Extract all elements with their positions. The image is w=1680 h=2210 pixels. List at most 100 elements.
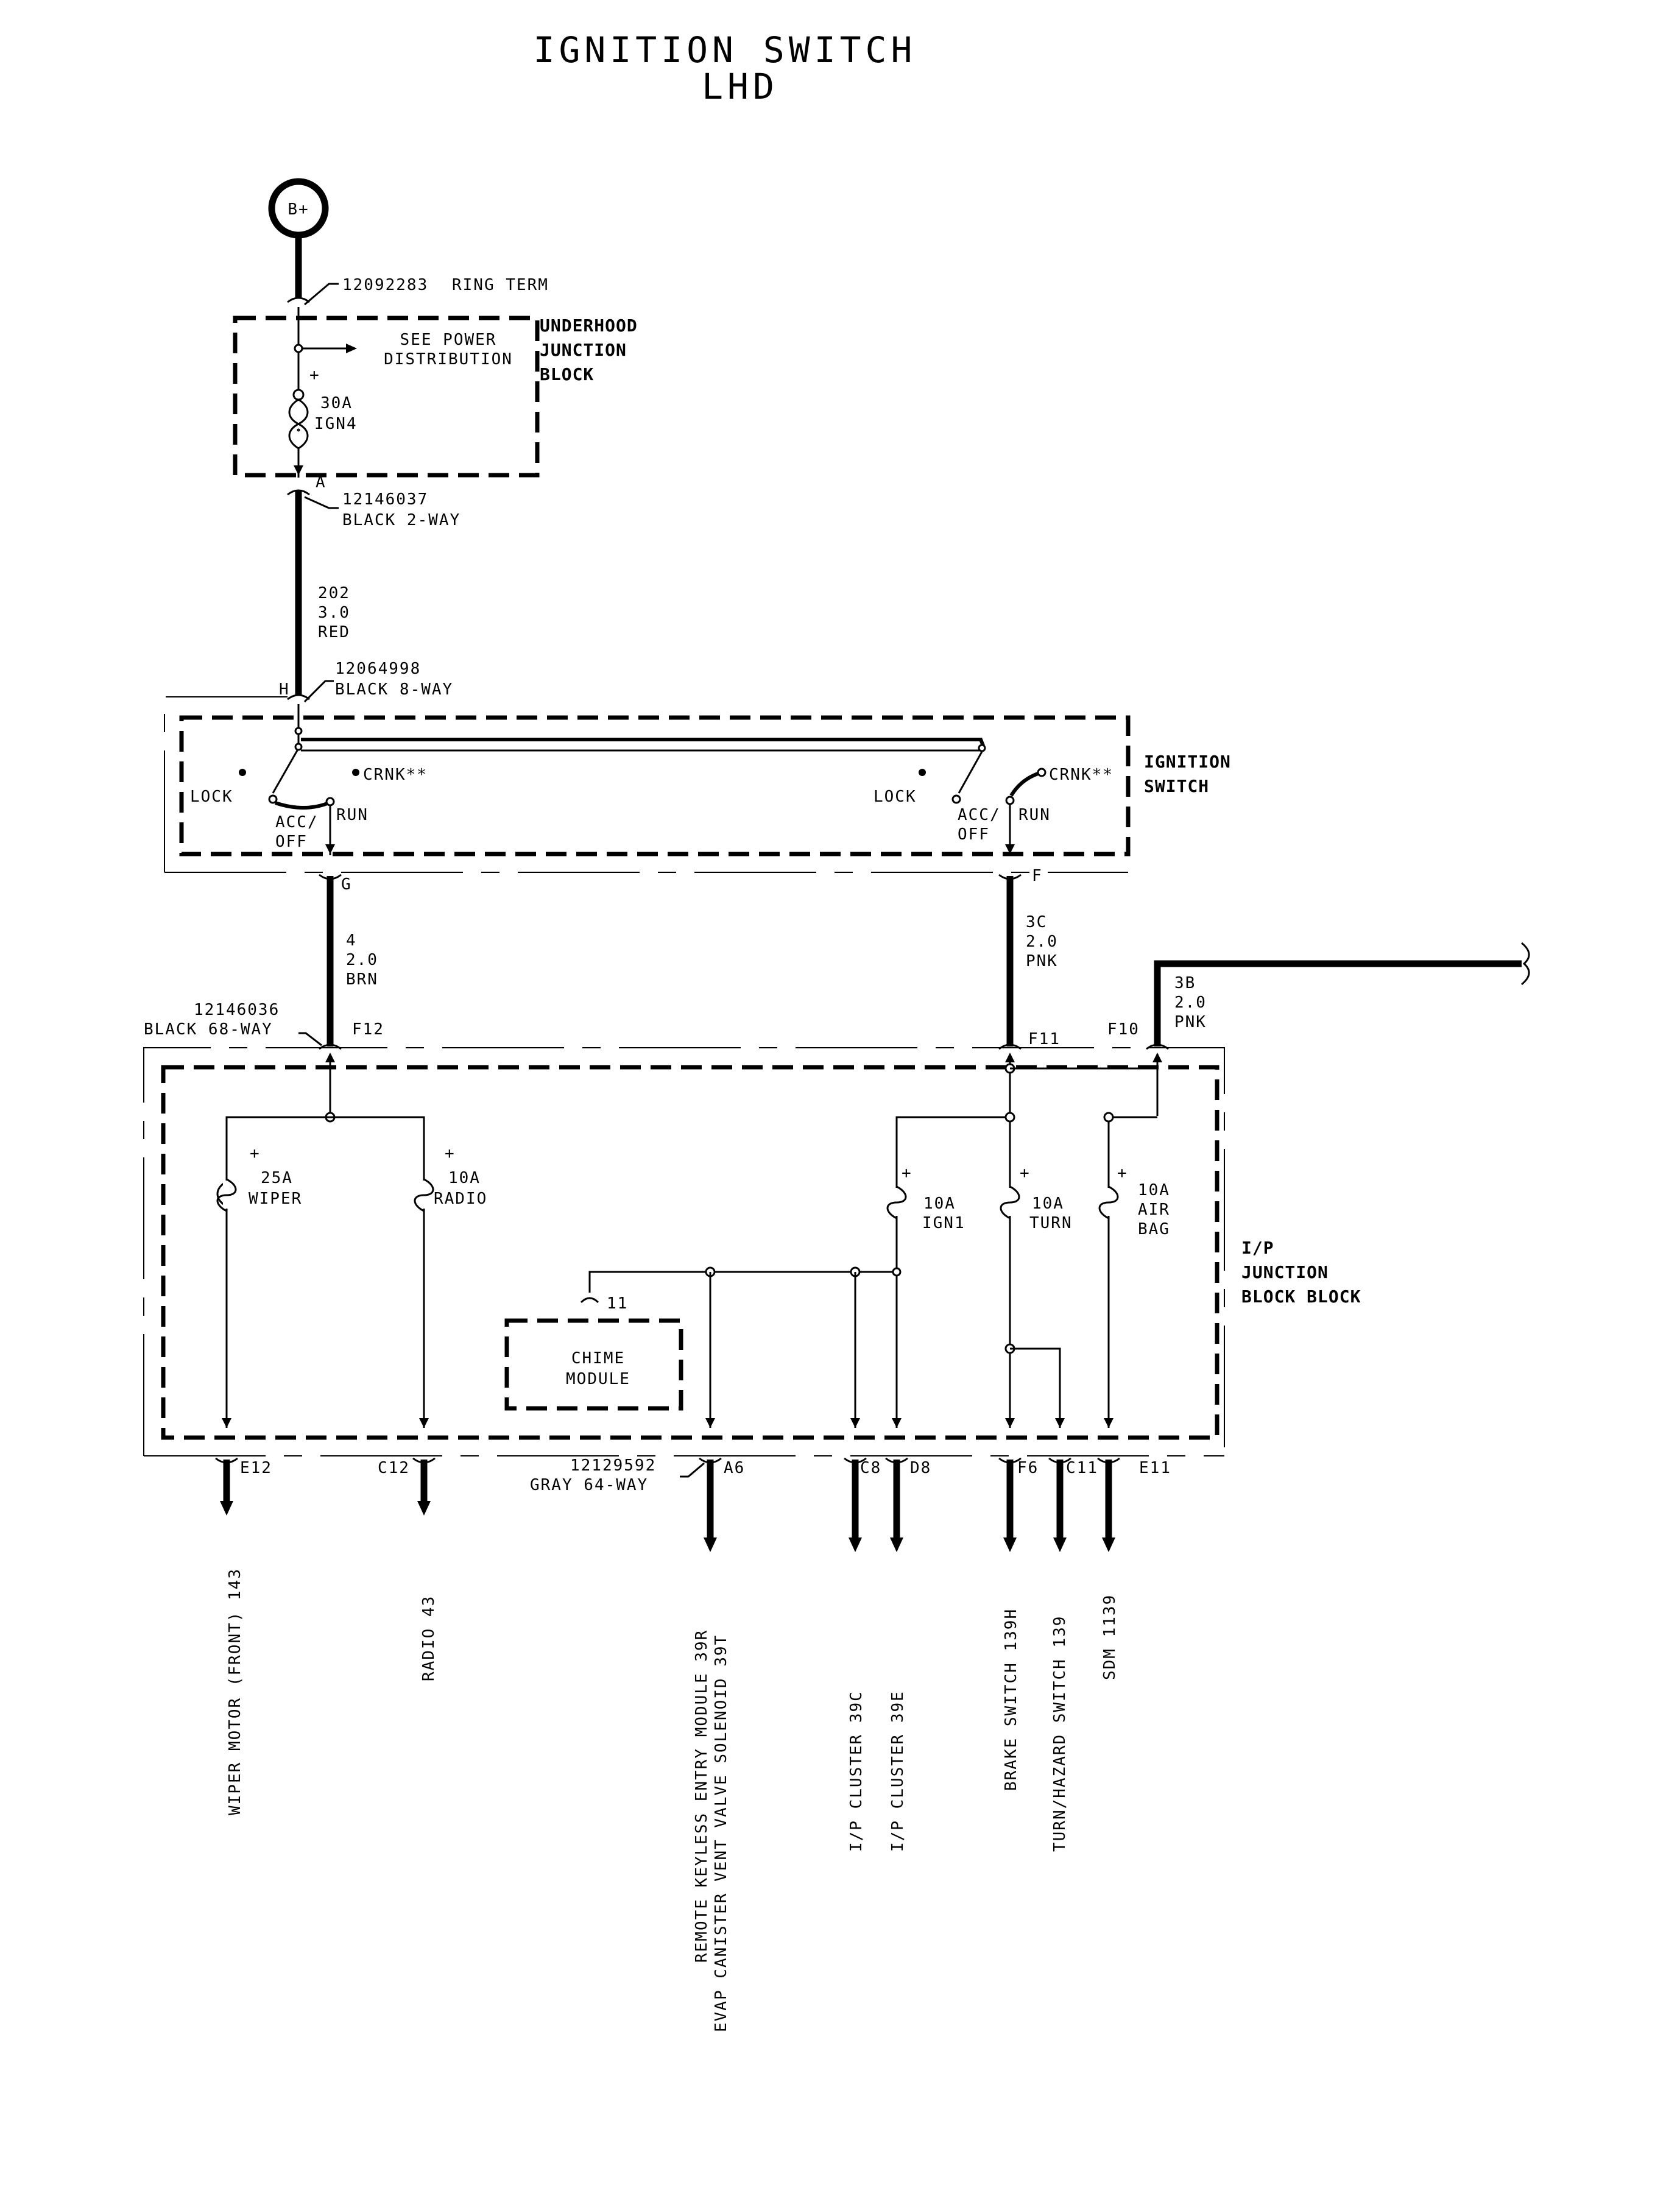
power-distribution-arrowhead <box>346 344 357 353</box>
switch-left-acc-contact <box>268 794 278 804</box>
ign4-fuse-name: IGN4 <box>314 415 358 433</box>
ip-block-label-1: I/P <box>1241 1238 1274 1258</box>
dest-rke: REMOTE KEYLESS ENTRY MODULE 39R <box>693 1629 711 1963</box>
dest-wiper-motor: WIPER MOTOR (FRONT) 143 <box>226 1568 244 1815</box>
chime-module-outline <box>504 1318 683 1411</box>
connector-g-pin: G <box>341 875 352 894</box>
ign1-distribution-bus <box>588 1271 897 1293</box>
airbag-fuse-name: AIR <box>1138 1201 1170 1219</box>
out-arrow-d8 <box>892 1418 902 1428</box>
out-arrow-e11 <box>1104 1418 1114 1428</box>
wire-3c-circuit: 3C <box>1026 913 1047 931</box>
battery-label: B+ <box>288 200 309 219</box>
switch-left-out-arrow <box>325 844 335 854</box>
switch-left-crnk-contact <box>352 769 359 776</box>
wiper-fuse-amp: 25A <box>261 1169 293 1187</box>
ip-block-housing <box>143 1047 1225 1456</box>
output-pin-label-a6: A6 <box>724 1459 745 1477</box>
underhood-block-label-3: BLOCK <box>540 364 594 384</box>
connector-f11-pin: F11 <box>1028 1030 1061 1048</box>
ignition-switch-outline <box>179 715 1131 856</box>
ip-f10-arrow <box>1152 1053 1162 1062</box>
switch-feed-splice-2 <box>294 743 303 751</box>
wire-3b-circuit: 3B <box>1174 974 1196 992</box>
output-pin-label-f6: F6 <box>1017 1459 1039 1477</box>
underhood-exit-arrow <box>294 465 303 475</box>
connector-a-pin: A <box>316 473 326 492</box>
switch-right-acc-1: ACC/ <box>958 806 1001 824</box>
wire-3b-break-symbol <box>1521 942 1530 986</box>
wire-4-gauge: 2.0 <box>346 951 378 969</box>
switch-right-out-arrow <box>1005 844 1015 854</box>
switch-right-wiper <box>1009 772 1039 797</box>
wiper-fuse-element <box>216 1178 237 1212</box>
out-arrow-c8 <box>850 1418 860 1428</box>
switch-left-wiper <box>275 801 330 810</box>
output-pin-label-d8: D8 <box>910 1459 931 1477</box>
wire-4-circuit: 4 <box>346 931 357 950</box>
turn-fuse-amp: 10A <box>1032 1195 1064 1213</box>
output-pin-label-c12: C12 <box>378 1459 410 1477</box>
ring-term-desc: RING TERM <box>452 276 549 294</box>
switch-mechanical-link <box>301 738 985 747</box>
connector-f-pin: F <box>1032 867 1043 885</box>
ip-junction-block-outline <box>161 1065 1219 1440</box>
airbag-fuse-plus: + <box>1117 1164 1128 1182</box>
ign1-fuse-amp: 10A <box>923 1195 956 1213</box>
chime-module-label-1: CHIME <box>571 1349 625 1368</box>
ring-term-part: 12092283 <box>342 276 428 294</box>
ip-wiper-radio-bus <box>225 1116 425 1428</box>
ign1-fuse-name: IGN1 <box>922 1214 965 1232</box>
ign1-fuse-element <box>886 1185 907 1220</box>
switch-left-run-contact <box>325 797 335 807</box>
switch-right-acc-2: OFF <box>958 825 990 844</box>
diagram-title: IGNITION SWITCH <box>534 29 917 71</box>
switch-feed-splice-1 <box>294 727 303 735</box>
diagram-subtitle: LHD <box>702 66 778 107</box>
ip-turn-splice <box>1004 1112 1015 1123</box>
radio-fuse-plus: + <box>445 1145 456 1163</box>
output-pin-label-e11: E11 <box>1139 1459 1171 1477</box>
connector-h-desc: BLACK 8-WAY <box>335 680 453 699</box>
connector-a-leader <box>304 496 339 509</box>
connector-64-part: 12129592 <box>570 1456 656 1475</box>
switch-left-pole <box>272 750 298 794</box>
wire-3c-gauge: 2.0 <box>1026 933 1058 951</box>
ip-block-label-2: JUNCTION <box>1241 1262 1329 1282</box>
ign1-splice-d8 <box>892 1267 902 1277</box>
switch-right-lock: LOCK <box>874 788 917 806</box>
chime-connector <box>580 1297 599 1304</box>
airbag-fuse-name2: BAG <box>1138 1220 1170 1238</box>
connector-68-leader <box>298 1032 322 1047</box>
connector-68-desc: BLACK 68-WAY <box>144 1020 273 1039</box>
turn-fuse-name: TURN <box>1029 1214 1073 1232</box>
wire-3b-pnk <box>1154 960 1522 1047</box>
switch-left-crnk: CRNK** <box>363 766 428 784</box>
output-arrow-e12 <box>220 1501 233 1516</box>
out-arrow-c11 <box>1055 1418 1065 1428</box>
switch-right-crnk: CRNK** <box>1049 766 1114 784</box>
underhood-fuse-plus: + <box>309 366 320 384</box>
dest-evap: EVAP CANISTER VENT VALVE SOLENOID 39T <box>712 1634 730 2032</box>
output-arrow-c12 <box>417 1501 431 1516</box>
underhood-junction-block-outline <box>233 316 540 478</box>
wire-202-circuit: 202 <box>318 584 350 602</box>
wiper-fuse-name: WIPER <box>249 1190 302 1208</box>
see-power-line1: SEE POWER <box>400 331 497 349</box>
switch-right-lock-contact <box>919 769 926 776</box>
chime-pin: 11 <box>607 1294 628 1313</box>
radio-fuse-amp: 10A <box>448 1169 481 1187</box>
output-arrow-c8 <box>849 1537 862 1552</box>
switch-left-run: RUN <box>336 806 369 824</box>
ign4-fuse-element-b <box>288 398 309 450</box>
dest-brake-switch: BRAKE SWITCH 139H <box>1002 1608 1020 1791</box>
output-arrow-e11 <box>1102 1537 1115 1552</box>
chime-module-label-2: MODULE <box>566 1370 630 1388</box>
connector-a-part: 12146037 <box>342 490 428 509</box>
out-arrow-e12 <box>222 1418 231 1428</box>
output-arrow-f6 <box>1003 1537 1017 1552</box>
switch-right-crnk-contact <box>1037 768 1046 777</box>
connector-a-desc: BLACK 2-WAY <box>342 511 461 529</box>
out-arrow-a6 <box>705 1418 715 1428</box>
